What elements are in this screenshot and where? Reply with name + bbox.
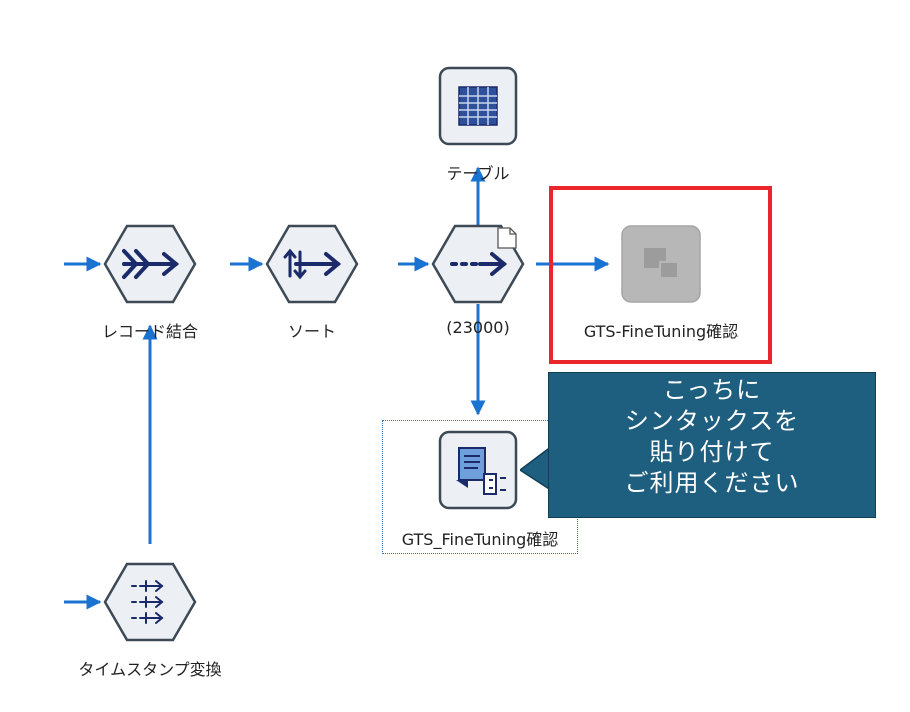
select-node[interactable] <box>431 224 525 304</box>
callout-line-2: シンタックスを <box>624 407 800 435</box>
gts-disabled-label: GTS-FineTuning確認 <box>583 322 739 341</box>
timestamp-convert-node[interactable] <box>103 562 197 642</box>
merge-arrows-icon <box>122 249 180 279</box>
select-label: (23000) <box>446 318 510 337</box>
table-grid-icon <box>458 86 498 126</box>
syntax-script-icon <box>456 447 506 495</box>
select-arrow-icon <box>450 252 508 276</box>
sort-icon <box>283 248 342 280</box>
gts-syntax-node[interactable] <box>438 430 518 510</box>
record-merge-node[interactable] <box>103 224 197 304</box>
table-label: テーブル <box>446 164 510 183</box>
timestamp-convert-label: タイムスタンプ変換 <box>78 660 222 679</box>
highlight-frame <box>549 186 772 364</box>
callout-line-1: こっちに <box>662 376 762 404</box>
document-badge-icon <box>497 227 517 249</box>
record-merge-label: レコード結合 <box>101 322 199 341</box>
sort-node[interactable] <box>265 224 359 304</box>
callout-line-4: ご利用ください <box>624 469 800 497</box>
callout-note: こっちに シンタックスを 貼り付けて ご利用ください <box>548 372 876 518</box>
gts-syntax-label: GTS_FineTuning確認 <box>401 530 559 549</box>
disabled-node-icon <box>644 248 679 279</box>
callout-line-3: 貼り付けて <box>649 438 775 466</box>
sort-label: ソート <box>287 322 337 341</box>
table-node[interactable] <box>438 66 518 146</box>
gts-disabled-node[interactable] <box>621 225 701 303</box>
derive-arrows-icon <box>131 580 164 624</box>
